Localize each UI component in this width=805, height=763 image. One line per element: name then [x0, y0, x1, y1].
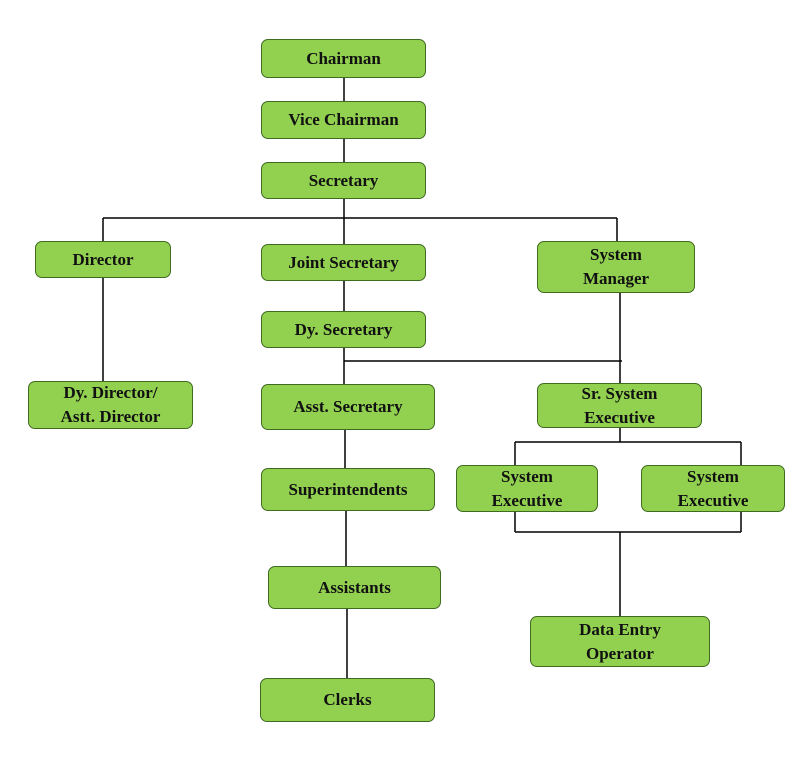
- node-clerks-label: Clerks: [323, 690, 372, 709]
- node-system-executive-2-line-2: Executive: [677, 490, 749, 510]
- node-director: Director: [35, 241, 171, 278]
- node-system-executive-2-line-1: System: [687, 466, 739, 486]
- node-asst-secretary: Asst. Secretary: [261, 384, 435, 430]
- node-system-manager: System Manager: [537, 241, 695, 293]
- node-data-entry-operator-line-1: Data Entry: [579, 619, 661, 639]
- node-superintendents: Superintendents: [261, 468, 435, 511]
- node-superintendents-label: Superintendents: [288, 479, 408, 499]
- node-clerks: Clerks: [260, 678, 435, 722]
- node-system-executive-1-line-2: Executive: [491, 490, 563, 510]
- node-asst-secretary-label: Asst. Secretary: [293, 397, 403, 416]
- node-sr-system-executive-line-2: Executive: [584, 407, 655, 427]
- node-assistants-label: Assistants: [318, 577, 391, 597]
- node-dy-director-line-1: Dy. Director/: [63, 383, 158, 402]
- node-data-entry-operator: Data Entry Operator: [530, 616, 710, 667]
- node-system-executive-2: System Executive: [641, 465, 785, 512]
- node-system-manager-line-1: System: [590, 245, 642, 264]
- node-data-entry-operator-line-2: Operator: [586, 643, 654, 663]
- node-assistants: Assistants: [268, 566, 441, 609]
- node-joint-secretary-label: Joint Secretary: [288, 252, 399, 272]
- node-chairman-label: Chairman: [306, 48, 381, 68]
- node-vice-chairman: Vice Chairman: [261, 101, 426, 139]
- node-joint-secretary: Joint Secretary: [261, 244, 426, 281]
- node-vice-chairman-label: Vice Chairman: [288, 110, 399, 129]
- node-system-manager-line-2: Manager: [582, 269, 650, 288]
- node-dy-secretary-label: Dy. Secretary: [294, 319, 393, 339]
- node-sr-system-executive: Sr. System Executive: [537, 383, 702, 428]
- node-chairman: Chairman: [261, 39, 426, 78]
- node-dy-director-line-2: Astt. Director: [60, 407, 161, 426]
- node-secretary-label: Secretary: [308, 170, 379, 190]
- node-system-executive-1-line-1: System: [501, 466, 553, 486]
- node-system-executive-1: System Executive: [456, 465, 598, 512]
- node-director-label: Director: [72, 249, 134, 269]
- node-dy-secretary: Dy. Secretary: [261, 311, 426, 348]
- node-dy-director: Dy. Director/ Astt. Director: [28, 381, 193, 429]
- node-secretary: Secretary: [261, 162, 426, 199]
- node-sr-system-executive-line-1: Sr. System: [581, 383, 658, 403]
